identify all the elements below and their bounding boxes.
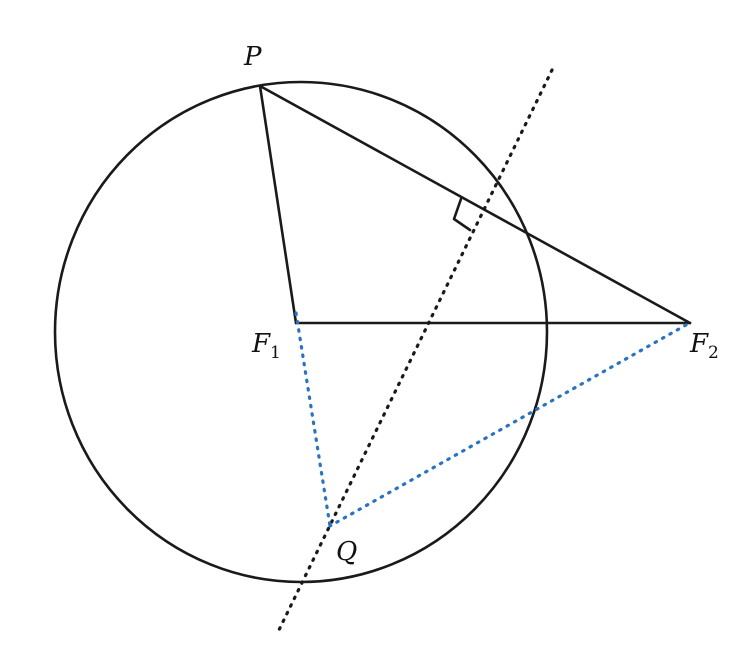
right-angle-marker (452, 197, 472, 232)
circle (53, 80, 549, 584)
label-Q: Q (336, 537, 357, 567)
perpendicular-bisector (275, 68, 554, 636)
label-F2: F2 (689, 329, 719, 363)
segment-F2-Q (328, 323, 688, 528)
segment-F1-Q (294, 311, 332, 528)
segment-P-F1 (258, 84, 298, 325)
label-F1: F1 (251, 329, 281, 363)
label-P: P (243, 42, 262, 72)
segment-P-F2 (258, 84, 692, 325)
